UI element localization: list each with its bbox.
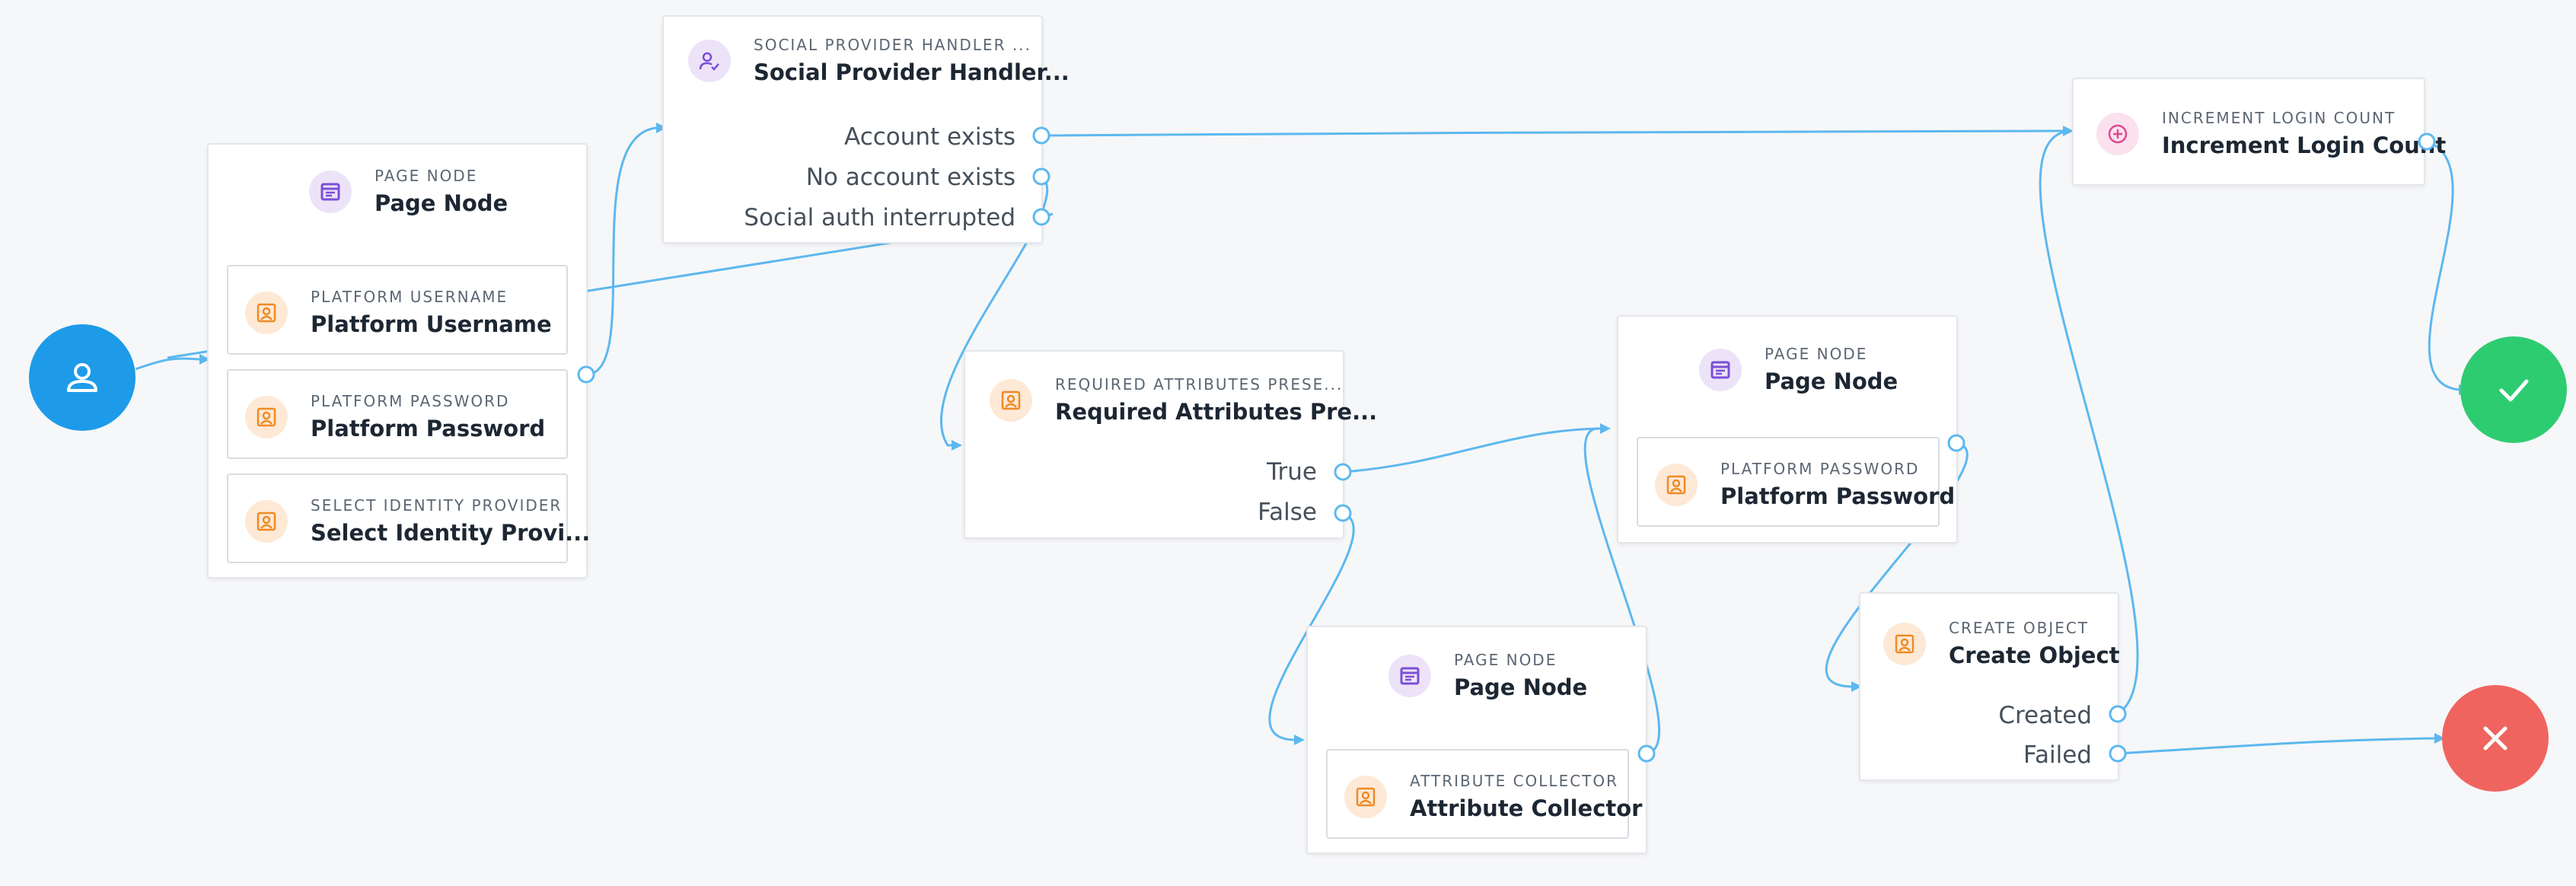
outcome-account-exists: Account exists: [844, 123, 1015, 151]
wire-increment-to-success: [2426, 140, 2460, 391]
increment-login-count-node[interactable]: INCREMENT LOGIN COUNT Increment Login Co…: [2072, 78, 2446, 186]
page-node-icon: [1699, 349, 1742, 391]
form-input-icon: [990, 379, 1032, 422]
node-kind: PAGE NODE: [375, 167, 478, 185]
node-title: Social Provider Handler...: [754, 59, 1070, 85]
failure-node[interactable]: [2442, 685, 2549, 792]
page-node-icon: [1388, 655, 1431, 697]
child-kind: ATTRIBUTE COLLECTOR: [1410, 772, 1619, 790]
child-title: Platform Password: [1720, 483, 1956, 509]
create-object-node[interactable]: CREATE OBJECT Create Object Created Fail…: [1859, 592, 2120, 781]
outcome-created: Created: [1998, 702, 2092, 729]
node-title: Create Object: [1949, 642, 2120, 668]
node-kind: CREATE OBJECT: [1949, 619, 2090, 637]
user-check-icon: [688, 40, 731, 82]
form-input-icon: [1883, 623, 1926, 665]
form-input-icon: [1344, 776, 1387, 818]
outcome-false: False: [1258, 499, 1317, 526]
wire-page-node-1-to-social-handler: [585, 126, 657, 376]
outcome-failed: Failed: [2023, 741, 2092, 769]
node-kind: INCREMENT LOGIN COUNT: [2162, 109, 2396, 127]
increment-icon: [2096, 113, 2139, 155]
wire-arrowhead: [1294, 735, 1305, 745]
form-input-icon: [245, 292, 288, 334]
child-node-attribute-collector[interactable]: ATTRIBUTE COLLECTOR Attribute Collector: [1326, 749, 1642, 839]
user-icon: [67, 363, 97, 392]
outcome-no-account-exists: No account exists: [805, 164, 1015, 191]
page-node-password[interactable]: PAGE NODE Page Node PLATFORM PASSWORD Pl…: [1617, 315, 1958, 543]
child-title: Select Identity Provi...: [311, 520, 591, 546]
child-node-platform-password[interactable]: PLATFORM PASSWORD Platform Password: [1637, 437, 1955, 527]
x-icon: [2483, 726, 2507, 751]
form-input-icon: [245, 500, 288, 543]
child-kind: PLATFORM PASSWORD: [311, 392, 510, 410]
page-node-login[interactable]: PAGE NODE Page Node PLATFORM USERNAME Pl…: [207, 143, 590, 578]
form-input-icon: [1655, 464, 1698, 506]
node-kind: REQUIRED ATTRIBUTES PRESE...: [1055, 375, 1344, 394]
node-title: Page Node: [1765, 368, 1899, 394]
node-title: Page Node: [375, 190, 509, 216]
wire-arrowhead: [1600, 423, 1611, 434]
wire-failed-to-failure: [2117, 737, 2435, 755]
form-input-icon: [245, 396, 288, 438]
wire-account-exists-to-increment: [1041, 129, 2064, 137]
child-kind: SELECT IDENTITY PROVIDER: [311, 496, 563, 515]
child-kind: PLATFORM PASSWORD: [1720, 460, 1920, 478]
checkmark-icon: [2499, 379, 2529, 402]
social-provider-handler-node[interactable]: SOCIAL PROVIDER HANDLER ... Social Provi…: [662, 15, 1070, 244]
wire-true-to-page-node-2: [1342, 427, 1601, 473]
child-node-platform-username[interactable]: PLATFORM USERNAME Platform Username: [227, 265, 568, 355]
outcome-social-auth-interrupted: Social auth interrupted: [744, 204, 1015, 231]
outcome-true: True: [1267, 458, 1317, 486]
page-node-icon: [309, 171, 352, 213]
node-kind: PAGE NODE: [1765, 345, 1868, 363]
child-title: Platform Password: [311, 416, 546, 441]
node-title: Page Node: [1454, 674, 1588, 700]
node-kind: PAGE NODE: [1454, 651, 1557, 669]
wire-start-to-page-node-1: [135, 357, 200, 371]
node-title: Required Attributes Pre...: [1055, 399, 1378, 425]
child-node-select-identity-provider[interactable]: SELECT IDENTITY PROVIDER Select Identity…: [227, 473, 590, 563]
start-node[interactable]: [29, 324, 135, 431]
node-title: Increment Login Count: [2162, 132, 2447, 158]
success-node[interactable]: [2460, 336, 2567, 443]
child-title: Attribute Collector: [1410, 795, 1643, 821]
required-attributes-present-node[interactable]: REQUIRED ATTRIBUTES PRESE... Required At…: [964, 350, 1377, 539]
node-kind: SOCIAL PROVIDER HANDLER ...: [754, 36, 1031, 54]
child-kind: PLATFORM USERNAME: [311, 288, 509, 306]
child-title: Platform Username: [311, 311, 552, 337]
wire-arrowhead: [952, 440, 962, 451]
child-node-platform-password[interactable]: PLATFORM PASSWORD Platform Password: [227, 369, 568, 459]
page-node-attribute-collector[interactable]: PAGE NODE Page Node ATTRIBUTE COLLECTOR …: [1306, 626, 1647, 854]
